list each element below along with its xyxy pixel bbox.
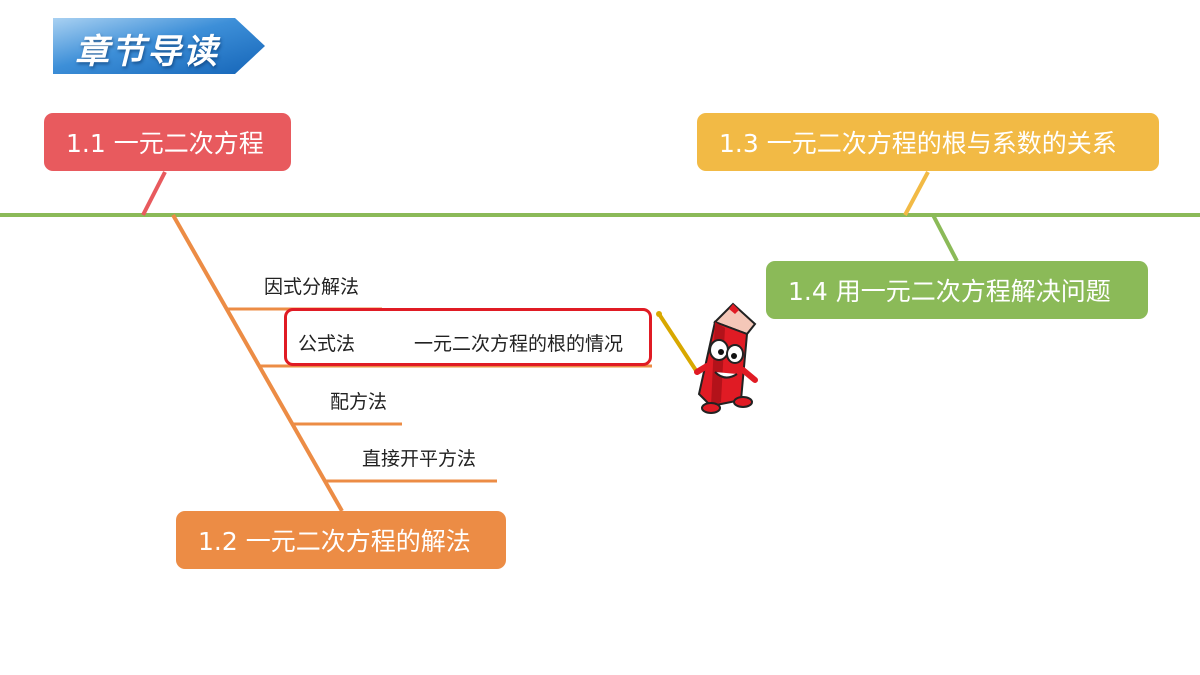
connector-1-3 bbox=[903, 171, 930, 216]
banner-arrow-shape bbox=[53, 18, 265, 74]
connector-1-2 bbox=[171, 214, 344, 512]
node-1-4-applications: 1.4 用一元二次方程解决问题 bbox=[766, 261, 1148, 319]
highlight-note: 一元二次方程的根的情况 bbox=[414, 333, 624, 355]
connector-1-4 bbox=[931, 214, 959, 262]
connector-1-1 bbox=[141, 171, 167, 216]
node-1-2-solution-methods: 1.2 一元二次方程的解法 bbox=[176, 511, 506, 569]
method-formula: 公式法 bbox=[298, 333, 356, 355]
formula-method-highlight bbox=[284, 308, 652, 366]
node-1-1-quadratic-equation: 1.1 一元二次方程 bbox=[44, 113, 291, 171]
chapter-title-banner: 章节导读 bbox=[53, 18, 265, 74]
chapter-title: 章节导读 bbox=[75, 32, 219, 72]
method-square-root: 直接开平方法 bbox=[362, 448, 477, 470]
method-completing-square: 配方法 bbox=[330, 391, 388, 413]
method-factoring: 因式分解法 bbox=[264, 276, 360, 298]
pencil-mascot-icon bbox=[656, 302, 758, 414]
node-1-3-roots-and-coefficients: 1.3 一元二次方程的根与系数的关系 bbox=[697, 113, 1159, 171]
